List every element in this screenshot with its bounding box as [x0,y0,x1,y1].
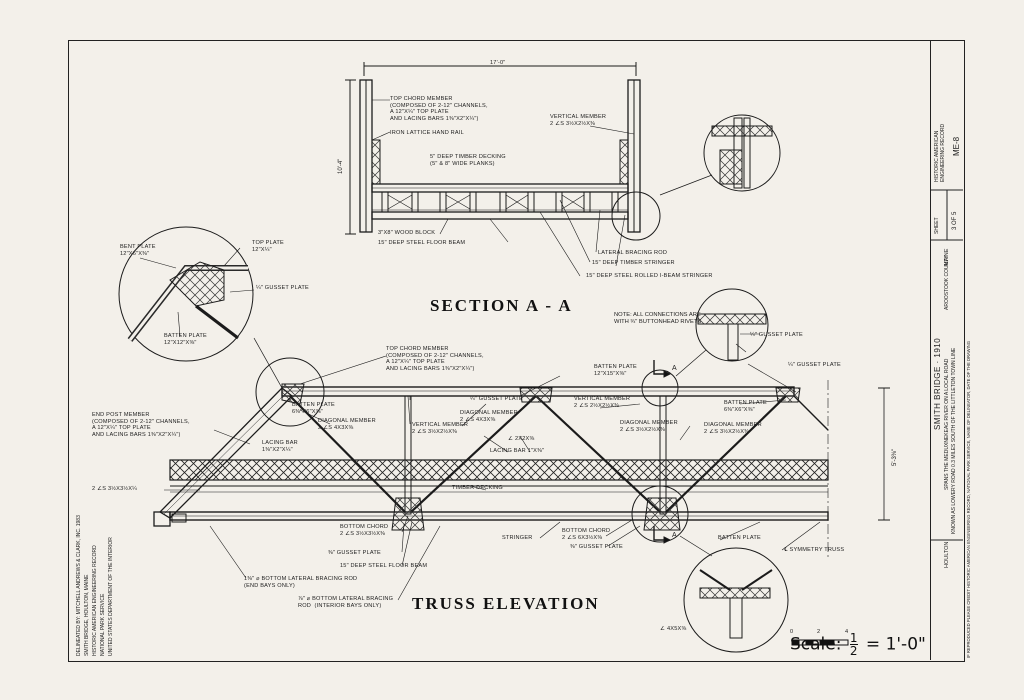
section-timber-stringer-note: 15" DEEP TIMBER STRINGER [592,260,675,266]
section-width-dim: 17'-0" [490,60,506,66]
title-block [930,40,964,660]
section-marker-bottom: A [672,532,677,539]
title-city: HOULTON [944,541,950,568]
delineator-line-3: HISTORIC AMERICAN ENGINEERING RECORD [92,545,98,656]
detail-circle-upper-left [118,226,283,389]
scale-equals: = 1'-0" [865,634,926,655]
truss-timber-decking: TIMBER DECKING [452,485,503,491]
section-ibeam-stringer-note: 15" DEEP STEEL ROLLED I-BEAM STRINGER [586,273,713,279]
truss-gusset-plate: ¼" GUSSET PLATE [470,396,523,402]
truss-elevation-drawing [153,343,890,653]
truss-angle-label: 2 ∠S 3½x3½x¼ [92,486,138,492]
title-line-1: SPANS THE MEDUXNEKEAG RIVER ON A LOCAL R… [944,358,950,490]
scale-bar [791,639,849,646]
section-height-dim: 10'-4" [338,158,344,174]
title-sheet-label: SHEET [934,217,940,234]
truss-bottom-chord-1: BOTTOM CHORD 2 ∠S 3½x3½x⅜ [340,524,389,537]
section-decking-note: 5" DEEP TIMBER DECKING (5" & 8" WIDE PLA… [430,154,506,167]
delineator-line-5: UNITED STATES DEPARTMENT OF THE INTERIOR [108,537,114,656]
drawing-border [68,40,965,662]
truss-end-post-note: END POST MEMBER (COMPOSED OF 2-12" CHANN… [92,412,190,438]
truss-detail-angle: ∠ 4x5x⅜ [660,626,687,632]
title-record-number: ME-8 [952,136,961,156]
truss-vertical-member-1: VERTICAL MEMBER 2 ∠S 3½x2½x⅜ [412,422,469,435]
section-marker-top: A [672,365,677,372]
delineator-line-1: DELINEATED BY: MITCHELL ANDREWS & CLARK,… [76,515,82,656]
truss-bottom-chord-2: BOTTOM CHORD 2 ∠S 6x3½x⅜ [562,528,611,541]
scale-denominator: 2 [849,644,858,658]
truss-small-angle: ∠ 2x2x⅜ [508,436,535,442]
section-wood-block-note: 3"x8" WOOD BLOCK [378,230,436,236]
truss-gusset-bottom-2: ⅜" GUSSET PLATE [570,544,623,550]
title-sheet-number: 3 OF 5 [952,211,958,230]
truss-diagonal-member-3: DIAGONAL MEMBER 2 ∠S 3½x2½x⅜ [620,420,678,433]
truss-vertical-member-2: VERTICAL MEMBER 2 ∠S 2½x2½x⅜ [574,396,631,409]
section-vertical-member-note: VERTICAL MEMBER 2 ∠S 3½x2½x⅜ [550,114,607,127]
truss-floor-beam: 15" DEEP STEEL FLOOR BEAM [340,563,428,569]
truss-stringer: STRINGER [502,535,533,541]
section-lateral-rod-note: LATERAL BRACING ROD [598,250,668,256]
title-block-dividers [930,189,963,541]
truss-diagonal-member-4: DIAGONAL MEMBER 2 ∠S 3½x2½x⅜ [704,422,762,435]
title-credit: IF REPRODUCED PLEASE CREDIT HISTORIC AME… [966,340,971,658]
detail-gusset-right: ¼" GUSSET PLATE [750,332,803,338]
detail-top-plate: TOP PLATE 12"x¼" [252,240,284,253]
truss-diagonal-member-2: DIAGONAL MEMBER 2 ∠S 4x3x⅜ [460,410,518,423]
truss-lacing-bar-end: LACING BAR 1⅜"x2"x¼" [262,440,298,453]
scale-word: Scale: [790,634,842,655]
section-aa-drawing [345,62,661,277]
title-state: MAINE [944,248,950,266]
detail-batten-plate: BATTEN PLATE 12"x12"x⅜" [164,333,207,346]
truss-gusset-plate-right: ¼" GUSSET PLATE [788,362,841,368]
detail-circle-right-gusset [675,288,769,377]
section-hand-rail-note: IRON LATTICE HAND RAIL [390,130,464,136]
truss-batten-plate-bottom: BATTEN PLATE [718,535,761,541]
truss-batten-plate-top: BATTEN PLATE 12"x15"x⅜" [594,364,637,377]
truss-height-dim: 5'-3⅜" [892,449,898,466]
scale-fraction: 1 2 [849,631,858,658]
scale-numerator: 1 [849,631,858,645]
truss-symmetry-line: ℄ SYMMETRY TRUSS [784,547,845,553]
scale-tick-0: 0 [790,629,794,635]
connections-note: NOTE: ALL CONNECTIONS ARE WITH ¾" BUTTON… [614,312,702,325]
title-agency: HISTORIC AMERICAN ENGINEERING RECORD [934,123,946,182]
scale-tick-2: 2 [817,629,821,635]
scale-label: Scale: 1 2 = 1'-0" [790,632,926,657]
truss-diagonal-member-1: DIAGONAL MEMBER 2 ∠S 4x3x⅜ [318,418,376,431]
delineator-line-2: SMITH BRIDGE, HOULTON, MAINE [84,574,90,657]
title-bridge-name: SMITH BRIDGE · 1910 [933,337,942,430]
delineator-line-4: NATIONAL PARK SERVICE [100,593,106,656]
title-line-2: KNOWN AS LOWERY ROAD 0.3 MILES SOUTH OF … [951,347,957,534]
section-aa-title: SECTION A - A [430,296,573,315]
truss-batten-plate-1: BATTEN PLATE 6⅜"x6"x⅜" [292,402,335,415]
truss-lacing-bar-mid: LACING BAR 1"x⅜" [490,448,545,454]
detail-bent-plate: BENT PLATE 12"x6"x⅜" [120,244,156,257]
detail-circle-top-right [659,114,781,196]
truss-lateral-rod-interior: ⅞" ⌀ BOTTOM LATERAL BRACING ROD (INTERIO… [298,596,394,609]
truss-lateral-rod-end: 1⅜" ⌀ BOTTOM LATERAL BRACING ROD (END BA… [244,576,358,589]
truss-gusset-bottom-1: ⅜" GUSSET PLATE [328,550,381,556]
section-floor-beam-note: 15" DEEP STEEL FLOOR BEAM [378,240,466,246]
truss-elevation-title: TRUSS ELEVATION [412,594,600,613]
detail-gusset: ¼" GUSSET PLATE [256,285,309,291]
truss-batten-plate-right: BATTEN PLATE 6⅜"x6"x⅜" [724,400,767,413]
scale-tick-4: 4 [845,629,849,635]
truss-top-chord-note: TOP CHORD MEMBER (COMPOSED OF 2-12" CHAN… [386,346,484,372]
section-top-chord-note: TOP CHORD MEMBER (COMPOSED OF 2-12" CHAN… [390,96,488,122]
